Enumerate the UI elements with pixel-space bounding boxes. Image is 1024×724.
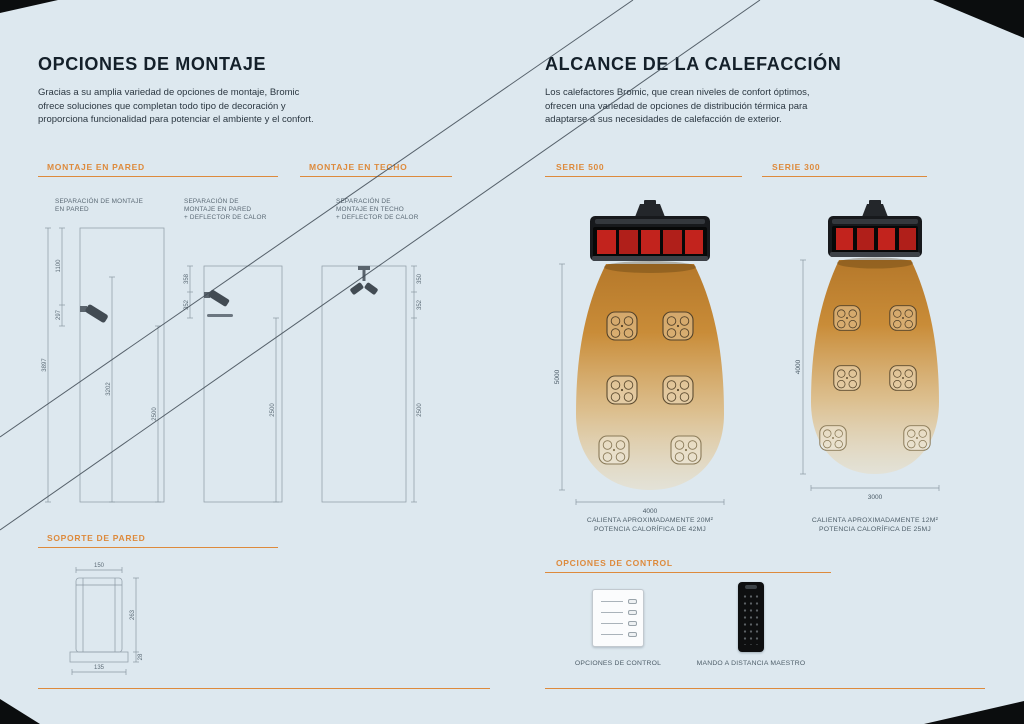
- rule-soporte-de-pared: [38, 547, 278, 548]
- right-column-title: ALCANCE DE LA CALEFACCIÓN: [545, 54, 842, 74]
- heading-opciones-de-control: OPCIONES DE CONTROL: [556, 558, 673, 568]
- dim-total-height: 3897: [42, 358, 48, 372]
- right-column-intro: Los calefactores Bromic, que crean nivel…: [545, 87, 810, 125]
- heading-montaje-en-techo: MONTAJE EN TECHO: [309, 162, 408, 172]
- serie300-heat-shadow: [837, 257, 913, 269]
- dim-serie500-height: 5000: [554, 369, 561, 384]
- corner-mark-top-left: [0, 0, 58, 13]
- dim-floor-clearance: 2500: [270, 403, 276, 417]
- ceiling-dimensions: 350 352 2500: [411, 265, 423, 503]
- corner-mark-bottom-right: [924, 701, 1024, 724]
- dim-heater-height: 352: [184, 299, 190, 310]
- serie300-caption: CALIENTA APROXIMADAMENTE 12M² POTENCIA C…: [811, 517, 939, 533]
- serie500-heat-spread: [576, 264, 724, 490]
- heading-serie-300: SERIE 300: [772, 162, 821, 172]
- dim-bracket-height: 263: [130, 609, 136, 620]
- wall-deflector-room-outline: [203, 265, 283, 503]
- wall-controller-label: OPCIONES DE CONTROL: [574, 660, 662, 667]
- ceiling-room-outline: [321, 265, 407, 503]
- left-column-title: OPCIONES DE MONTAJE: [38, 54, 267, 74]
- left-bottom-rule: [38, 688, 490, 689]
- remote-control-image: [738, 582, 764, 652]
- wall-mount-dimensions: 3897 1100 297 3202 2500: [42, 227, 161, 503]
- rule-montaje-en-techo: [300, 176, 452, 177]
- left-column-intro: Gracias a su amplia variedad de opciones…: [38, 87, 314, 125]
- bracket-body: [69, 577, 129, 663]
- wall-mount-diagram: 3897 1100 297 3202 2500: [42, 227, 165, 503]
- diagram1-label: SEPARACIÓN DE MONTAJE EN PARED: [55, 198, 144, 213]
- serie500-figure: 5000 4000: [554, 200, 725, 515]
- dim-bracket-base-height: 28: [138, 653, 144, 660]
- dim-serie300-height: 4000: [795, 359, 802, 374]
- wall-deflector-diagram: 358 352 2500: [184, 265, 283, 503]
- dim-floor-clearance: 2500: [152, 407, 158, 421]
- wall-bracket-diagram: 150 263 135 28: [69, 563, 144, 675]
- wall-controller-image: [592, 589, 644, 647]
- wall-deflector-dimensions: 358 352 2500: [184, 265, 279, 503]
- rule-serie-500: [545, 176, 742, 177]
- heading-soporte-de-pared: SOPORTE DE PARED: [47, 533, 146, 543]
- remote-control-label: MANDO A DISTANCIA MAESTRO: [696, 660, 806, 667]
- dim-top-offset: 1100: [56, 259, 62, 273]
- serie500-heat-shadow: [604, 261, 696, 273]
- dim-top-offset: 358: [184, 273, 190, 284]
- serie500-heater-image: [590, 200, 710, 261]
- wall-heater-deflector-glyph: [204, 289, 233, 317]
- dim-heater-height: 352: [417, 299, 423, 310]
- wall-mount-room-outline: [79, 227, 165, 503]
- dim-serie500-width: 4000: [643, 508, 658, 515]
- ceiling-heater-glyph: [350, 266, 378, 295]
- rule-serie-300: [762, 176, 927, 177]
- serie300-figure: 4000 3000: [795, 200, 940, 501]
- right-bottom-rule: [545, 688, 985, 689]
- ceiling-mount-diagram: 350 352 2500: [321, 265, 423, 503]
- wall-heater-glyph: [80, 304, 108, 323]
- serie300-heater-image: [828, 200, 922, 257]
- heading-montaje-en-pared: MONTAJE EN PARED: [47, 162, 145, 172]
- dim-serie300-width: 3000: [868, 494, 883, 501]
- corner-mark-bottom-left: [0, 699, 40, 724]
- rule-opciones-de-control: [545, 572, 831, 573]
- dim-bracket-top-width: 150: [94, 563, 105, 569]
- rule-montaje-en-pared: [38, 176, 278, 177]
- bracket-dimensions: 150 263 135 28: [71, 563, 144, 675]
- corner-mark-top-right: [933, 0, 1024, 38]
- dim-mid-height: 3202: [106, 382, 112, 396]
- serie500-caption: CALIENTA APROXIMADAMENTE 20M² POTENCIA C…: [586, 517, 714, 533]
- dim-bracket-base-width: 135: [94, 665, 105, 671]
- heading-serie-500: SERIE 500: [556, 162, 605, 172]
- serie300-dimensions: 4000 3000: [795, 259, 940, 501]
- dim-top-offset: 350: [417, 273, 423, 284]
- dim-heater-height: 297: [56, 309, 62, 320]
- dim-floor-clearance: 2500: [417, 403, 423, 417]
